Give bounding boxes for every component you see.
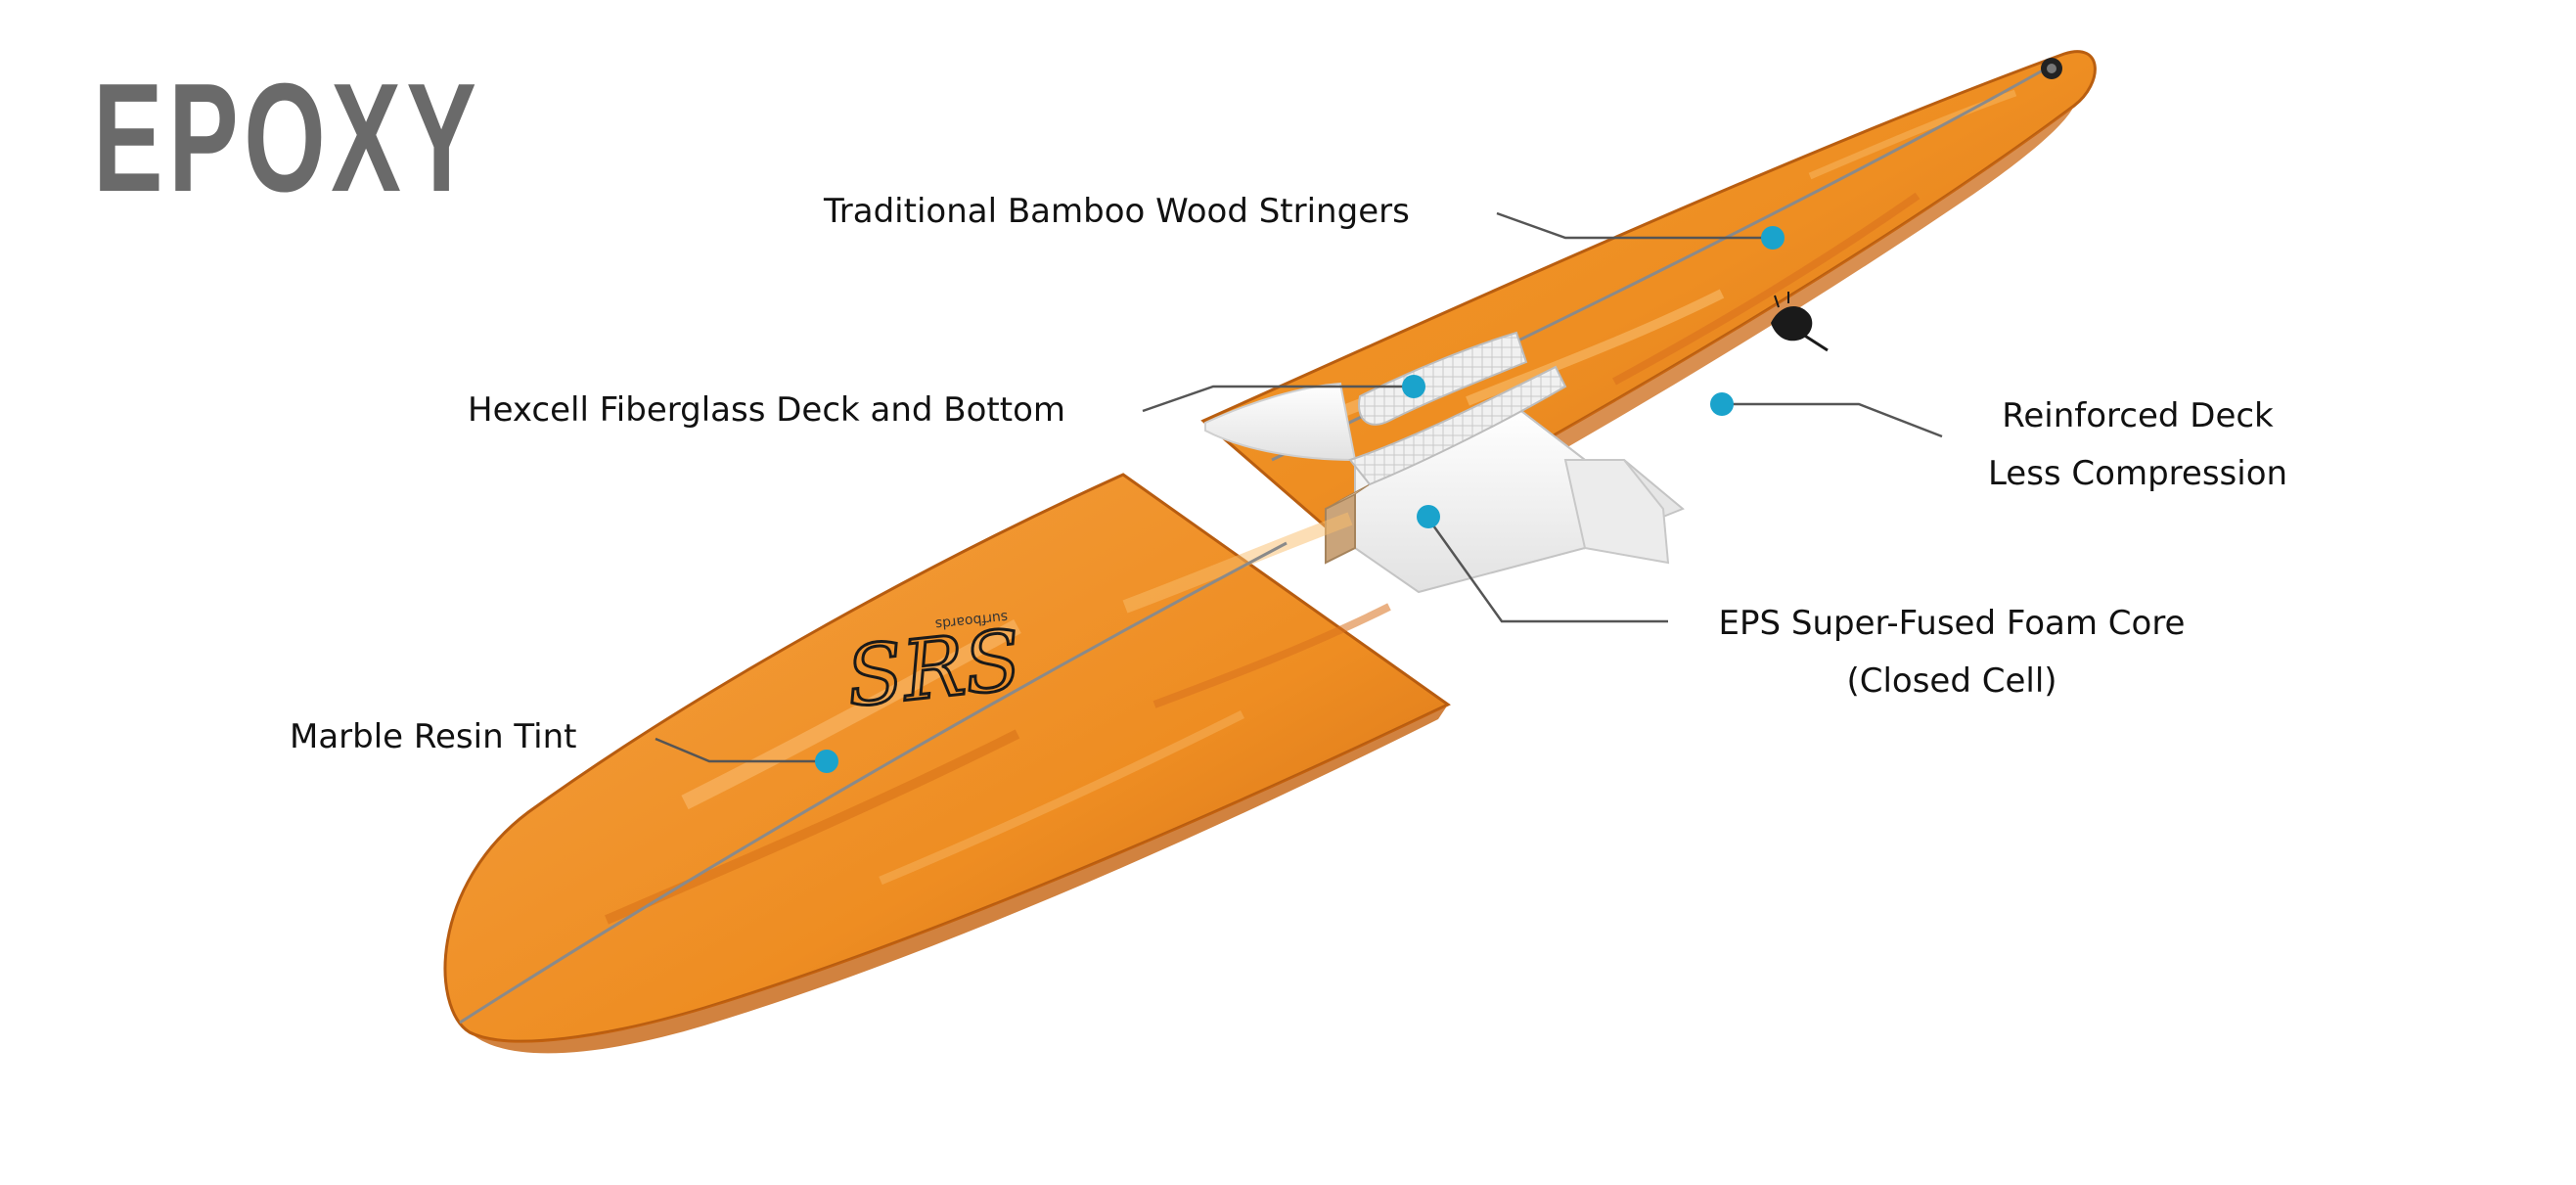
tail-deck — [443, 473, 1451, 1043]
label-deck: Reinforced Deck Less Compression — [1957, 396, 2319, 494]
label-foam: EPS Super-Fused Foam Core (Closed Cell) — [1683, 604, 2221, 702]
leader-line-deck — [1727, 402, 1943, 438]
tail-marble-streak — [879, 709, 1245, 886]
label-deck-line2: Less Compression — [1987, 453, 2288, 493]
tail-stringer — [459, 541, 1288, 1025]
label-stringers: Traditional Bamboo Wood Stringers — [824, 192, 1410, 231]
label-fiberglass: Hexcell Fiberglass Deck and Bottom — [468, 390, 1066, 430]
board-tail-section: SRS surfboards — [443, 473, 1451, 1054]
callout-dots — [815, 226, 1785, 773]
fiberglass-sheet-inner — [1348, 365, 1567, 486]
srs-logo-script: SRS — [842, 612, 1026, 725]
page-title: EPOXY — [93, 52, 482, 224]
label-resin: Marble Resin Tint — [290, 717, 577, 756]
fiberglass-sheet-outer — [1358, 331, 1528, 426]
nose-marble-streak — [1808, 89, 2017, 180]
leader-line-stringers — [1496, 211, 1773, 240]
foam-core-cutaway — [1204, 331, 1685, 594]
nose-marble-streak — [1612, 192, 1921, 386]
rider-logo-icon — [1771, 292, 1829, 352]
foam-left-end-cap — [1204, 382, 1357, 462]
foam-right-wedge — [1563, 459, 1670, 565]
srs-logo-small-text: surfboards — [934, 609, 1009, 632]
srs-logo-icon: SRS surfboards — [840, 609, 1027, 727]
callout-dot-fiberglass[interactable] — [1402, 375, 1425, 398]
nose-deck — [1200, 50, 2097, 550]
leader-lines — [655, 211, 1943, 763]
callout-dot-foam[interactable] — [1417, 505, 1440, 528]
tail-marble-streak — [681, 618, 1021, 810]
callout-dot-stringers[interactable] — [1761, 226, 1785, 250]
label-deck-line1: Reinforced Deck — [2002, 396, 2274, 435]
tail-marble-streak — [1122, 512, 1353, 614]
callout-dot-resin[interactable] — [815, 750, 838, 773]
leader-line-fiberglass — [1142, 385, 1414, 413]
tail-marble-streak — [1152, 603, 1391, 708]
nose-marble-streak — [1466, 289, 1725, 406]
leader-line-foam — [1426, 518, 1668, 623]
nose-plug-inner — [2047, 64, 2056, 73]
label-foam-line2: (Closed Cell) — [1846, 661, 2057, 701]
label-foam-line1: EPS Super-Fused Foam Core — [1718, 604, 2186, 643]
leader-line-resin — [655, 737, 822, 763]
callout-dot-deck[interactable] — [1710, 392, 1734, 416]
